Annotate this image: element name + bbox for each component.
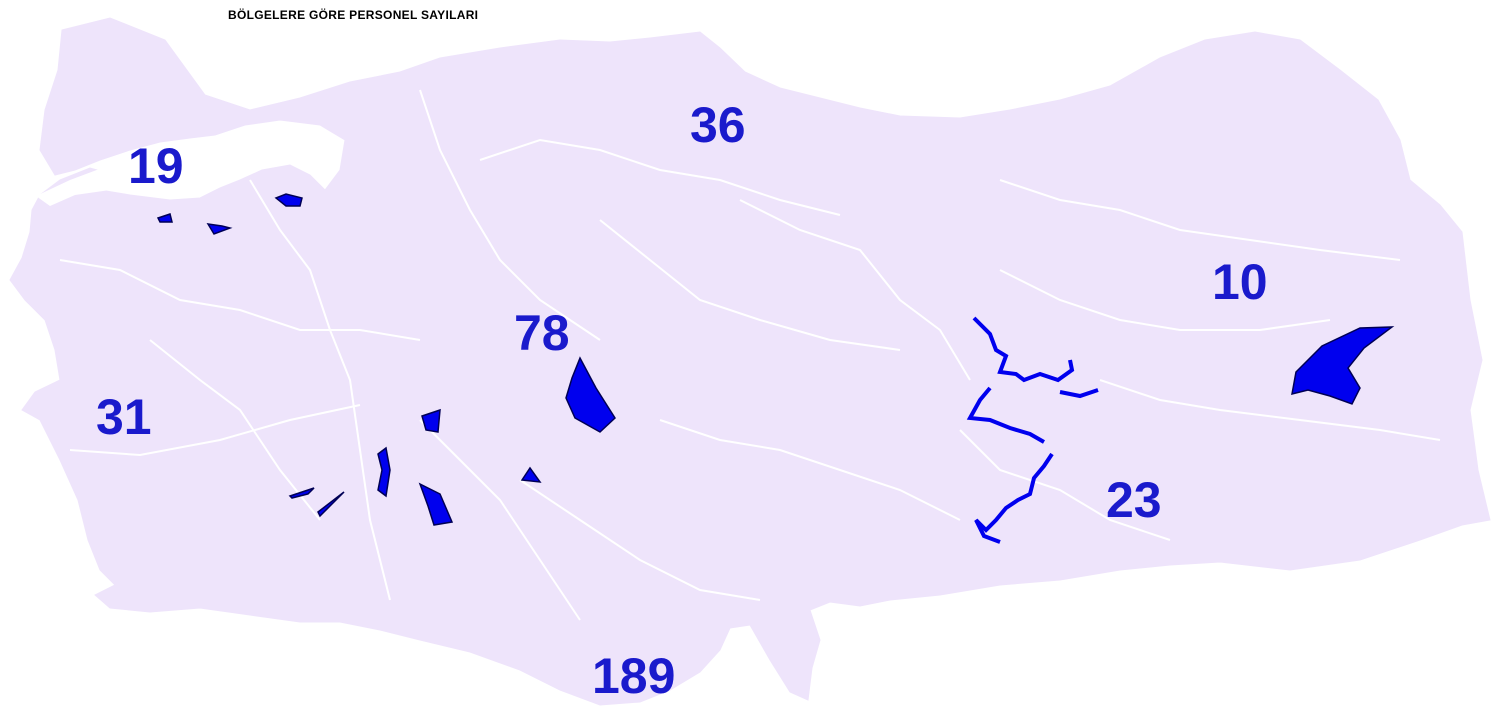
lake-tuz <box>565 356 616 433</box>
lake-van <box>1291 326 1395 405</box>
lake-manyas <box>156 213 173 223</box>
region-label-ege: 31 <box>96 389 152 445</box>
region-label-karadeniz: 36 <box>690 97 746 153</box>
map-title: BÖLGELERE GÖRE PERSONEL SAYILARI <box>228 8 479 22</box>
lake-beysehir <box>418 482 454 526</box>
lake-acigol <box>288 487 315 499</box>
lake-eregli <box>520 466 542 483</box>
province-borders <box>59 89 1441 621</box>
region-labels: 19 36 78 31 10 23 189 <box>96 97 1268 704</box>
region-label-marmara: 19 <box>128 138 184 194</box>
marmara-sea <box>36 128 315 206</box>
reservoir-keban <box>972 316 1099 399</box>
region-label-guneydogu-anadolu: 23 <box>1106 472 1162 528</box>
lake-burdur <box>317 491 345 518</box>
lake-uluabat <box>206 223 233 235</box>
lakes <box>156 193 1395 544</box>
lake-egirdir <box>377 446 391 498</box>
lake-iznik <box>274 193 303 207</box>
region-label-ic-anadolu: 78 <box>514 305 570 361</box>
lake-aksehir <box>421 408 441 433</box>
region-label-dogu-anadolu: 10 <box>1212 254 1268 310</box>
reservoir-ataturk <box>966 386 1054 544</box>
turkey-landmass <box>9 17 1491 706</box>
region-label-akdeniz: 189 <box>592 648 675 704</box>
